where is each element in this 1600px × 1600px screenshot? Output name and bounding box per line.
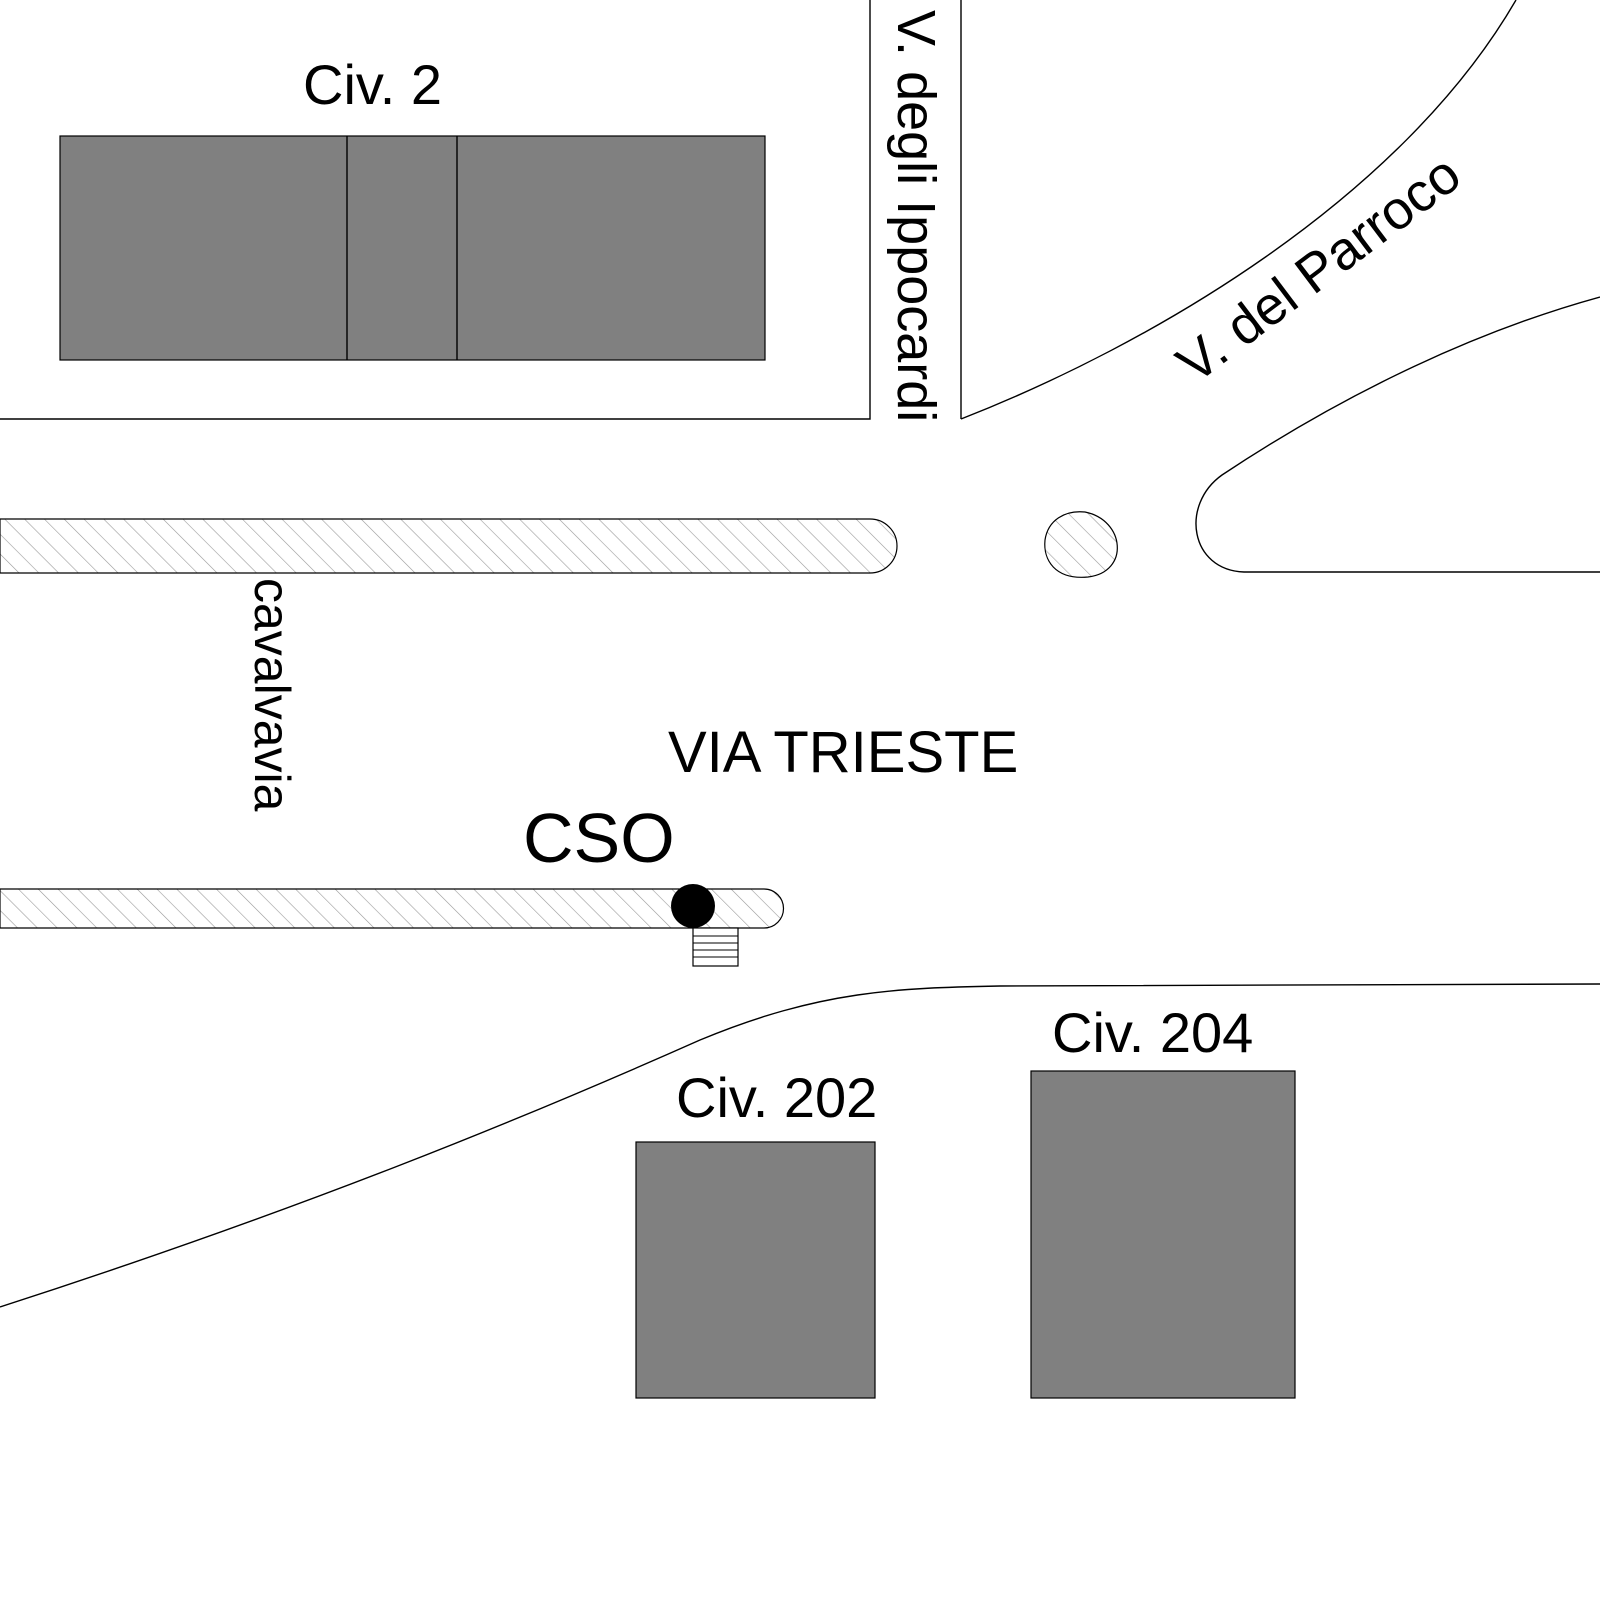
- label-civ-204: Civ. 204: [1052, 1001, 1253, 1064]
- label-civ-202: Civ. 202: [676, 1066, 877, 1129]
- cso-marker-icon[interactable]: [671, 884, 715, 928]
- label-cso: CSO: [523, 799, 675, 877]
- traffic-island-round: [1044, 511, 1118, 578]
- steps-icon: [692, 927, 739, 967]
- label-civ-2: Civ. 2: [303, 53, 442, 116]
- label-via-degli-ippocardi: V. degli Ippocardi: [886, 10, 946, 422]
- building-civ-204: [1030, 1070, 1296, 1399]
- traffic-island-upper: [0, 518, 898, 574]
- label-via-del-parroco: V. del Parroco: [1166, 144, 1471, 395]
- building-civ-2: [59, 135, 766, 361]
- block-boundary-top-left: [0, 0, 871, 420]
- label-via-trieste: VIA TRIESTE: [668, 720, 1018, 785]
- traffic-island-lower: [0, 888, 785, 929]
- label-cavalvavia: cavalvavia: [244, 578, 300, 812]
- road-edge-south: [0, 983, 1600, 1308]
- road-edge-parroco-upper: [960, 0, 1517, 420]
- building-civ-202: [635, 1141, 876, 1399]
- road-edge-parroco-lower: [1195, 296, 1600, 573]
